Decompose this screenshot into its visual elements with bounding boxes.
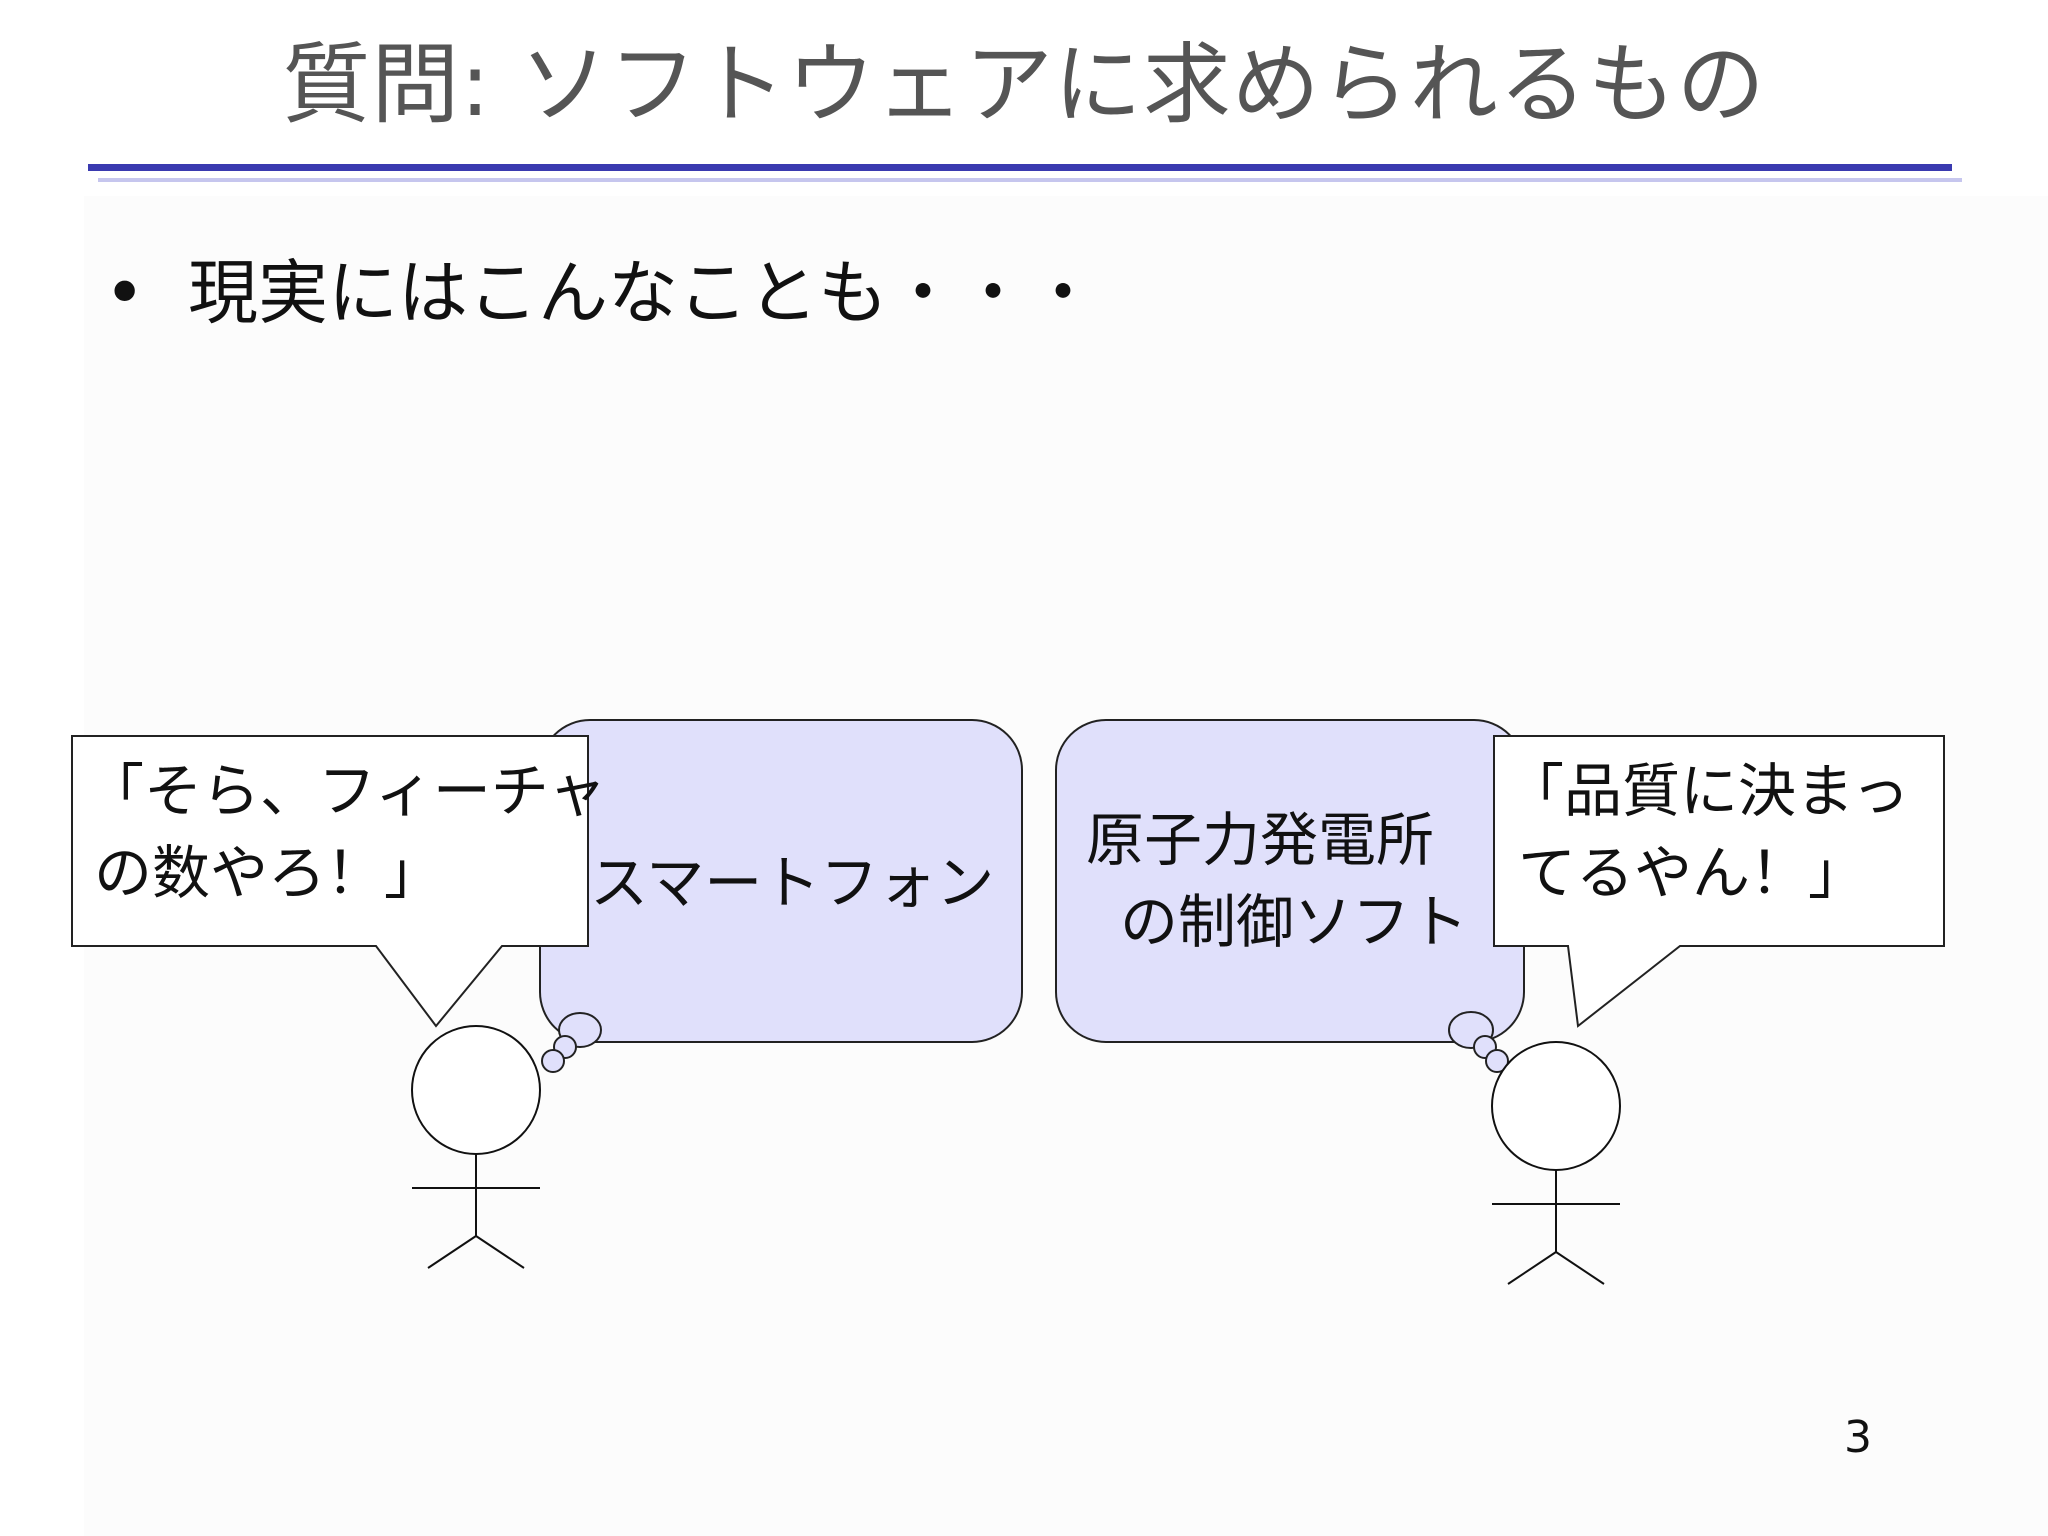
- right-thought-text-line1: 原子力発電所: [1086, 806, 1435, 874]
- right-speech-bubble: [1493, 735, 1945, 1028]
- page-number: 3: [1844, 1412, 1872, 1463]
- right-figure-head: [1491, 1041, 1621, 1171]
- left-figure-leg-right: [475, 1235, 525, 1269]
- left-speech-bubble: [71, 735, 589, 1028]
- title-underline-shadow: [98, 178, 1962, 182]
- left-speech-text-line2: の数やろ！」: [94, 839, 443, 907]
- left-figure-leg-left: [427, 1235, 477, 1269]
- right-speech-text-line1: 「品質に決まっ: [1506, 757, 1910, 825]
- right-figure-leg-left: [1507, 1251, 1557, 1285]
- right-thought-bubble: [1055, 719, 1525, 1043]
- right-thought-puff-small: [1485, 1049, 1509, 1073]
- left-figure-head: [411, 1025, 541, 1155]
- title-underline: [88, 164, 1952, 171]
- left-stick-figure: [411, 1025, 541, 1269]
- slide-title: 質問: ソフトウェアに求められるもの: [282, 33, 1766, 136]
- left-thought-text: スマートフォン: [590, 849, 995, 917]
- right-figure-leg-right: [1555, 1251, 1605, 1285]
- right-stick-figure: [1491, 1041, 1621, 1285]
- bullet-item: • 現実にはこんなことも・・・: [104, 248, 1098, 338]
- left-thought-puff-small: [541, 1049, 565, 1073]
- bullet-dot-icon: •: [104, 252, 146, 334]
- bullet-text: 現実にはこんなことも・・・: [188, 252, 1098, 334]
- right-speech-text-line2: てるやん！」: [1518, 839, 1867, 907]
- left-speech-text-line1: 「そら、フィーチャ: [86, 757, 607, 825]
- right-thought-text-line2: の制御ソフト: [1120, 888, 1469, 956]
